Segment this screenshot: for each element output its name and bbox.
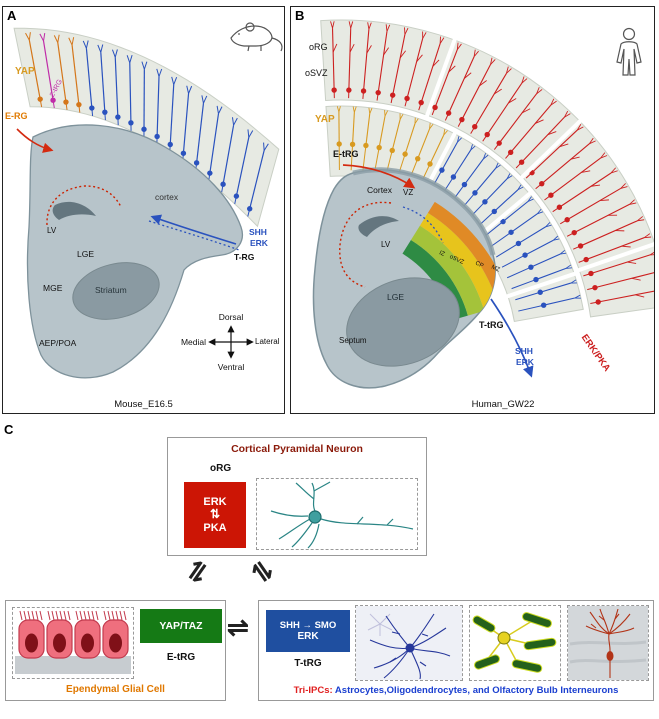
osvz-label: oSVZ — [305, 68, 328, 78]
erg-arrow — [16, 128, 54, 153]
etrg-label-c: E-tRG — [166, 652, 196, 663]
up-down-arrows-icon: ⇅ — [209, 507, 221, 522]
oligodendrocyte-illustration — [469, 605, 561, 681]
panel-a-mouse: A YAP 2-tRG E-RG cortex LV LGE MGE Stria… — [2, 6, 285, 414]
compass-medial-label: Medial — [180, 337, 206, 347]
cortex-label-a: cortex — [155, 192, 179, 202]
ttrg-dashed-line-b — [402, 206, 444, 244]
vz-label: VZ — [403, 188, 414, 197]
aep-poa-label: AEP/POA — [39, 338, 77, 348]
tri-ipc-caption-prefix: Tri-IPCs: — [293, 685, 333, 696]
tri-ipc-caption: Tri-IPCs: Astrocytes,Oligodendrocytes, a… — [259, 685, 653, 696]
equilibrium-arrow-left: ⇌ — [178, 553, 216, 589]
ependymal-cells-drawing — [15, 610, 131, 674]
mouse-icon — [230, 22, 283, 52]
ttrg-label-c: T-tRG — [294, 658, 322, 669]
panel-c-label: C — [4, 422, 14, 437]
ttrg-label-b: T-tRG — [479, 320, 504, 330]
org-label-c: oRG — [210, 463, 232, 474]
panel-a-label: A — [7, 8, 17, 23]
oligodendrocyte-drawing — [472, 612, 557, 673]
etrg-label-b: E-tRG — [333, 149, 359, 159]
erk-label-a: ERK — [250, 238, 268, 248]
panel-a-caption: Mouse_E16.5 — [114, 399, 173, 410]
mge-label: MGE — [43, 283, 63, 293]
yap-label-a: YAP — [15, 66, 35, 77]
top-box-title: Cortical Pyramidal Neuron — [231, 443, 363, 455]
yap-taz-box: YAP/TAZ — [140, 609, 222, 643]
erg-dashed-line — [46, 185, 122, 226]
lge-label-a: LGE — [77, 249, 95, 259]
trg-arrow — [150, 214, 237, 245]
panel-b-illustration — [312, 19, 654, 389]
septum-label: Septum — [339, 336, 367, 345]
ependymal-illustration — [12, 607, 134, 679]
brain-section-a — [26, 124, 243, 379]
lv-label-b: LV — [381, 240, 391, 249]
ob-interneuron-illustration — [567, 605, 649, 681]
shh-label-a: SHH — [249, 227, 267, 237]
erk-pka-box: ERK ⇅ PKA — [184, 482, 246, 548]
lge-region-b — [346, 277, 460, 367]
ependymal-title: Ependymal Glial Cell — [66, 684, 165, 695]
compass — [208, 325, 254, 359]
striatum-region — [72, 262, 160, 320]
ependymal-cell-box: YAP/TAZ E-tRG Ependymal Glial Cell — [5, 600, 226, 701]
shh-smo-text: SHH → SMO — [279, 620, 337, 631]
shh-label-b: SHH — [515, 346, 533, 356]
trg-label: T-RG — [234, 252, 255, 262]
yap-label-b: YAP — [315, 114, 335, 125]
lateral-ventricle-a — [52, 201, 96, 220]
panel-b-label: B — [295, 8, 305, 23]
human-icon — [616, 27, 642, 76]
cortex-label-b: Cortex — [367, 185, 393, 195]
shh-smo-erk-box: SHH → SMO ERK — [266, 610, 350, 652]
tri-ipc-caption-rest: Astrocytes,Oligodendrocytes, and Olfacto… — [332, 685, 619, 696]
compass-ventral-label: Ventral — [217, 362, 245, 372]
striatum-label: Striatum — [95, 285, 127, 295]
erg-label: E-RG — [5, 111, 28, 121]
panel-b-caption: Human_GW22 — [471, 399, 535, 410]
panel-a-illustration — [13, 22, 283, 379]
etrg-arrow-b — [342, 164, 416, 189]
lge-label-b: LGE — [387, 292, 405, 302]
tri-ipc-box: SHH → SMO ERK T-tRG — [258, 600, 654, 701]
equilibrium-arrow-middle: ⇌ — [227, 612, 249, 642]
astrocyte-drawing — [356, 606, 462, 680]
panel-b-human: B oRG oSVZ YAP E-tRG VZ Cortex LV IZ oSV… — [290, 6, 655, 414]
org-label: oRG — [309, 42, 328, 52]
lv-label-a: LV — [47, 226, 57, 235]
pka-text: PKA — [203, 521, 227, 534]
equilibrium-arrow-right: ⇌ — [244, 553, 282, 589]
radial-glia-fan-a — [13, 27, 280, 228]
compass-lateral-label: Lateral — [255, 337, 280, 346]
ttrg-arrow-b — [490, 298, 534, 378]
erk-text: ERK — [203, 496, 227, 509]
neuron-illustration — [256, 478, 418, 550]
pyramidal-neuron-drawing — [270, 481, 414, 549]
compass-dorsal-label: Dorsal — [218, 312, 244, 322]
astrocyte-illustration — [355, 605, 463, 681]
etrg-dashed-line-b — [339, 201, 392, 288]
cortical-rim-b — [352, 167, 496, 256]
ob-interneuron-drawing — [568, 606, 648, 680]
erk-text-c: ERK — [297, 631, 319, 642]
erk-label-b: ERK — [516, 357, 534, 367]
cortical-pyramidal-neuron-box: Cortical Pyramidal Neuron oRG ERK ⇅ PKA — [167, 437, 427, 556]
lateral-ventricle-b — [358, 216, 399, 237]
